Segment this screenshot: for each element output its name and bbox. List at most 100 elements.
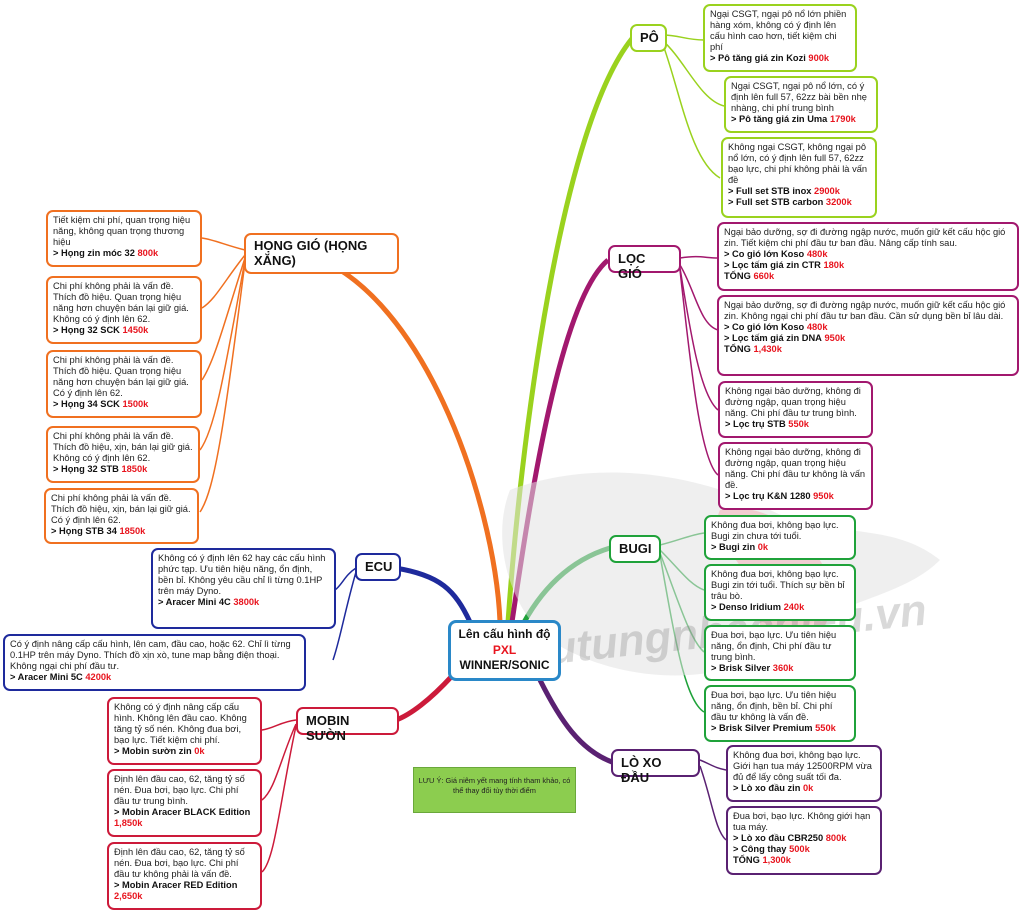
product-name: > Mobin sườn zin <box>114 745 192 756</box>
price-tag: 2,650k <box>114 890 143 901</box>
option-description: Tiết kiệm chi phí, quan trọng hiệu năng,… <box>53 215 191 247</box>
total-label: TỔNG <box>724 270 751 281</box>
category-hong-gio-label: HỌNG GIÓ (HỌNG XĂNG) <box>254 238 368 268</box>
category-ecu-label: ECU <box>365 559 393 574</box>
option-description: Chi phí không phải là vấn đề. Thích đồ h… <box>53 431 193 463</box>
total-label: TỔNG <box>733 854 760 865</box>
option-description: Ngại bảo dưỡng, sợ đi đường ngập nước, m… <box>724 227 1006 248</box>
lo-xo-option-1: Không đua bơi, không bạo lực. Giới hạn t… <box>726 745 882 802</box>
lo-xo-dau-connector <box>537 678 727 841</box>
central-node: Lên cấu hình độ PXL WINNER/SONIC <box>448 620 561 681</box>
option-description: Không đua bơi, không bạo lực. Bugi zin c… <box>711 520 839 541</box>
product-name: > Họng 32 STB <box>53 463 119 474</box>
central-title: Lên cấu hình độ <box>458 627 551 641</box>
category-po-label: PÔ <box>640 30 659 45</box>
product-name: > Denso Iridium <box>711 601 781 612</box>
loc-gio-option-4: Không ngại bảo dưỡng, không đi đường ngậ… <box>718 442 873 510</box>
product-name: > Aracer Mini 4C <box>158 596 231 607</box>
price-tag: 0k <box>194 745 205 756</box>
ecu-connector <box>332 565 473 661</box>
central-brand: PXL <box>492 642 517 657</box>
option-description: Không ngại CSGT, không ngại pô nổ lớn, c… <box>728 142 868 185</box>
option-description: Ngại CSGT, ngại pô nổ lớn, có ý định lên… <box>731 81 867 113</box>
product-name: > Full set STB carbon <box>728 196 824 207</box>
price-tag: 0k <box>803 782 814 793</box>
product-name: > Full set STB inox <box>728 185 812 196</box>
category-po: PÔ <box>630 24 667 52</box>
product-name: > Pô tăng giá zin Kozi <box>710 52 806 63</box>
product-name: > Bugi zin <box>711 541 756 552</box>
product-name: > Lọc trụ K&N 1280 <box>725 490 811 501</box>
price-tag: 3800k <box>233 596 260 607</box>
price-tag: 900k <box>808 52 830 63</box>
product-name: > Họng 32 SCK <box>53 324 120 335</box>
ecu-option-1: Không có ý định lên 62 hay các cấu hình … <box>151 548 336 629</box>
price-tag: 2900k <box>814 185 840 196</box>
po-option-2: Ngại CSGT, ngại pô nổ lớn, có ý định lên… <box>724 76 878 133</box>
option-description: Định lên đầu cao, 62, tăng tỷ số nén. Đu… <box>114 847 245 879</box>
option-description: Đua bơi, bạo lực. Ưu tiên hiệu năng, ổn … <box>711 690 837 722</box>
option-description: Ngại bảo dưỡng, sợ đi đường ngập nước, m… <box>724 300 1006 321</box>
product-name: > Co gió lớn Koso <box>724 321 805 332</box>
price-tag: 480k <box>806 248 828 259</box>
hong-gio-option-1: Tiết kiệm chi phí, quan trọng hiệu năng,… <box>46 210 202 267</box>
mobin-option-1: Không có ý định nâng cấp cấu hình. Không… <box>107 697 262 765</box>
price-tag: 3200k <box>825 196 852 207</box>
product-name: > Họng 34 SCK <box>53 398 120 409</box>
price-tag: 1850k <box>121 463 148 474</box>
hong-gio-option-2: Chi phí không phải là vấn đề. Thích đồ h… <box>46 276 202 344</box>
price-tag: 180k <box>823 259 845 270</box>
price-tag: 4200k <box>85 671 112 682</box>
price-tag: 500k <box>789 843 810 854</box>
product-name: > Họng STB 34 <box>51 525 117 536</box>
category-ecu: ECU <box>355 553 401 581</box>
price-tag: 1850k <box>119 525 146 536</box>
total-price: 1,300k <box>762 854 791 865</box>
option-description: Có ý định nâng cấp cấu hình, lên cam, đầ… <box>10 639 291 671</box>
product-name: > Brisk Silver Premium <box>711 722 813 733</box>
category-loc-gio-label: LỌC GIÓ <box>618 251 646 281</box>
category-lo-xo-dau: LÒ XO ĐẦU <box>611 749 700 785</box>
price-tag: 800k <box>825 832 847 843</box>
product-name: > Pô tăng giá zin Uma <box>731 113 828 124</box>
total-price: 1,430k <box>753 343 782 354</box>
hong-gio-option-3: Chi phí không phải là vấn đề. Thích đồ h… <box>46 350 202 418</box>
price-tag: 480k <box>806 321 828 332</box>
price-tag: 1,850k <box>114 817 143 828</box>
category-mobin-suon-label: MOBIN SƯỜN <box>306 713 350 743</box>
lo-xo-option-2: Đua bơi, bạo lực. Không giới hạn tua máy… <box>726 806 882 875</box>
product-name: > Brisk Silver <box>711 662 771 673</box>
price-tag: 1450k <box>122 324 149 335</box>
hong-gio-option-5: Chi phí không phải là vấn đề. Thích đồ h… <box>44 488 199 544</box>
bugi-option-1: Không đua bơi, không bạo lực. Bugi zin c… <box>704 515 856 560</box>
total-price: 660k <box>753 270 775 281</box>
loc-gio-option-2: Ngại bảo dưỡng, sợ đi đường ngập nước, m… <box>717 295 1019 376</box>
loc-gio-option-3: Không ngại bảo dưỡng, không đi đường ngậ… <box>718 381 873 438</box>
option-description: Không đua bơi, không bạo lực. Giới hạn t… <box>733 750 872 782</box>
price-tag: 800k <box>137 247 159 258</box>
product-name: > Công thay <box>733 843 787 854</box>
po-option-3: Không ngại CSGT, không ngại pô nổ lớn, c… <box>721 137 877 218</box>
option-description: Không ngại bảo dưỡng, không đi đường ngậ… <box>725 386 861 418</box>
category-mobin-suon: MOBIN SƯỜN <box>296 707 399 743</box>
option-description: Chi phí không phải là vấn đề. Thích đồ h… <box>53 355 189 398</box>
product-name: > Họng zin móc 32 <box>53 247 135 258</box>
product-name: > Co gió lớn Koso <box>724 248 805 259</box>
option-description: Không có ý định lên 62 hay các cấu hình … <box>158 553 326 596</box>
product-name: > Lò xo đầu CBR250 <box>733 832 824 843</box>
disclaimer-note: LƯU Ý: Giá niêm yết mang tính tham khảo,… <box>413 767 576 813</box>
price-tag: 550k <box>788 418 809 429</box>
mobin-suon-connector <box>261 674 454 873</box>
product-name: > Lọc tấm giá zin CTR <box>724 259 821 270</box>
product-name: > Lọc tấm giá zin DNA <box>724 332 822 343</box>
price-tag: 950k <box>813 490 834 501</box>
option-description: Chi phí không phải là vấn đề. Thích đồ h… <box>51 493 191 525</box>
price-tag: 0k <box>757 541 769 552</box>
option-description: Chi phí không phải là vấn đề. Thích đồ h… <box>53 281 189 324</box>
category-bugi-label: BUGI <box>619 541 652 556</box>
price-tag: 360k <box>772 662 794 673</box>
mobin-option-2: Định lên đầu cao, 62, tăng tỷ số nén. Đu… <box>107 769 262 837</box>
option-description: Ngại CSGT, ngại pô nổ lớn phiền hàng xóm… <box>710 9 847 52</box>
price-tag: 240k <box>783 601 805 612</box>
category-loc-gio: LỌC GIÓ <box>608 245 681 281</box>
